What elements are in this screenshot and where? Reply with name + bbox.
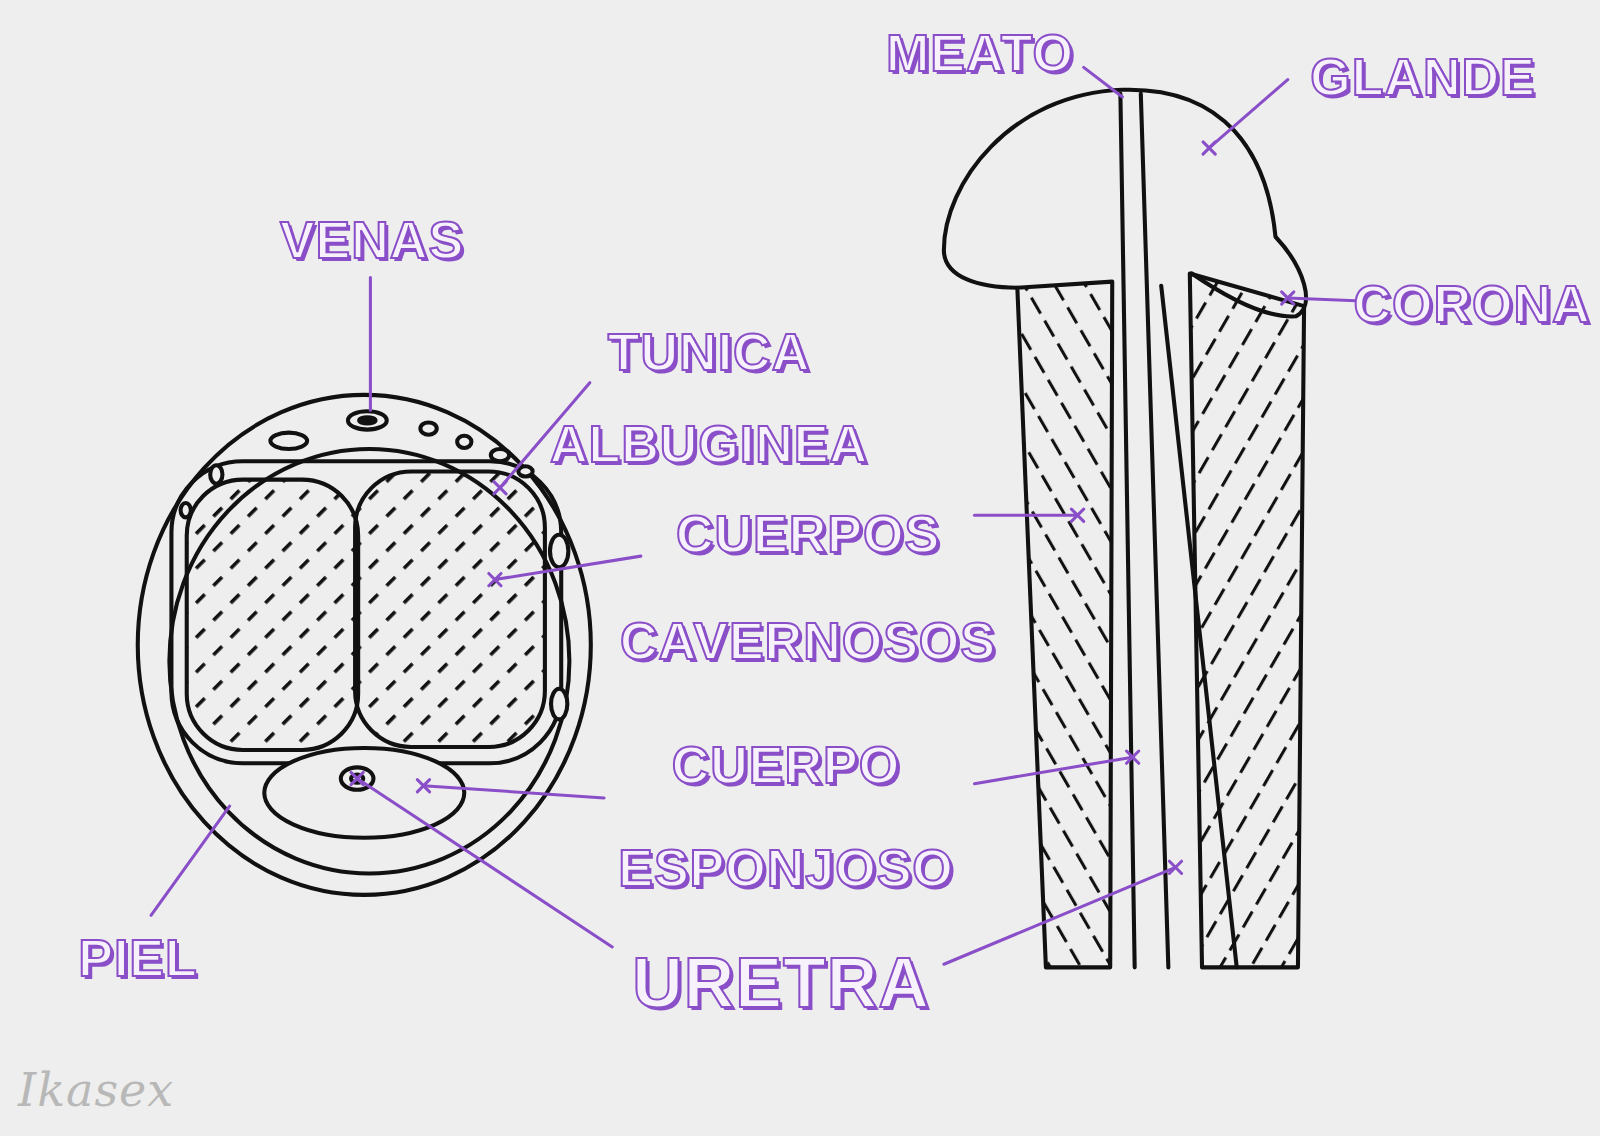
urethra-wall bbox=[1120, 94, 1134, 967]
vein bbox=[491, 449, 509, 461]
leader-mark bbox=[1282, 292, 1294, 304]
leader-line bbox=[1209, 80, 1288, 148]
leader-line bbox=[357, 779, 612, 947]
corpus-cavernosum bbox=[355, 471, 545, 747]
tunica-outline bbox=[171, 461, 561, 763]
corpus-cavernosum bbox=[187, 480, 358, 750]
fascia-outline bbox=[169, 449, 569, 873]
leader-mark bbox=[417, 780, 429, 792]
leader-line bbox=[495, 556, 641, 579]
vein bbox=[181, 503, 191, 517]
leader-mark bbox=[1127, 751, 1139, 763]
veins bbox=[181, 411, 569, 719]
leader-mark bbox=[1203, 142, 1215, 154]
part-label: URETRA bbox=[632, 943, 930, 1023]
leader-line bbox=[1084, 67, 1123, 97]
leader-line bbox=[944, 867, 1176, 964]
leader-line bbox=[151, 806, 230, 915]
vein bbox=[518, 466, 532, 476]
part-label: CUERPOS CAVERNOSOS bbox=[620, 481, 996, 695]
part-label: PIEL bbox=[78, 928, 198, 988]
part-label: GLANDE bbox=[1310, 47, 1536, 107]
leader-mark bbox=[494, 482, 506, 494]
leader-line bbox=[974, 514, 1077, 517]
leader-line bbox=[369, 278, 372, 411]
part-label: CUERPO ESPONJOSO bbox=[618, 714, 954, 920]
skin-outline bbox=[138, 395, 591, 895]
leader-line bbox=[974, 757, 1132, 784]
illustration-part bbox=[138, 90, 1306, 968]
vein bbox=[550, 535, 568, 568]
corpus-cavernosum-side bbox=[1190, 273, 1304, 967]
part-label: MEATO bbox=[886, 23, 1074, 83]
leader-mark bbox=[1071, 509, 1083, 521]
part-label: VENAS bbox=[280, 210, 464, 270]
vein bbox=[551, 689, 567, 720]
leader-mark bbox=[351, 772, 363, 784]
vein-lumen bbox=[359, 417, 375, 423]
leader-line bbox=[1288, 298, 1362, 301]
vein bbox=[420, 422, 436, 434]
vein bbox=[457, 436, 471, 448]
vein bbox=[270, 433, 307, 449]
urethra-wall bbox=[1141, 94, 1169, 967]
corpus-spongiosum bbox=[264, 748, 464, 838]
corpus-cavernosum-side bbox=[1017, 282, 1112, 968]
spongiosum-line bbox=[1161, 286, 1237, 968]
part-label: TUNICA ALBUGINEA bbox=[550, 306, 868, 490]
part-label: CORONA bbox=[1353, 274, 1590, 334]
leader-line bbox=[423, 786, 604, 798]
leader-mark bbox=[1169, 861, 1181, 873]
vein bbox=[348, 411, 387, 429]
leader-mark bbox=[489, 573, 501, 585]
watermark: Ikasex bbox=[18, 1062, 174, 1118]
leader-lines bbox=[151, 67, 1362, 964]
vein bbox=[210, 465, 222, 483]
